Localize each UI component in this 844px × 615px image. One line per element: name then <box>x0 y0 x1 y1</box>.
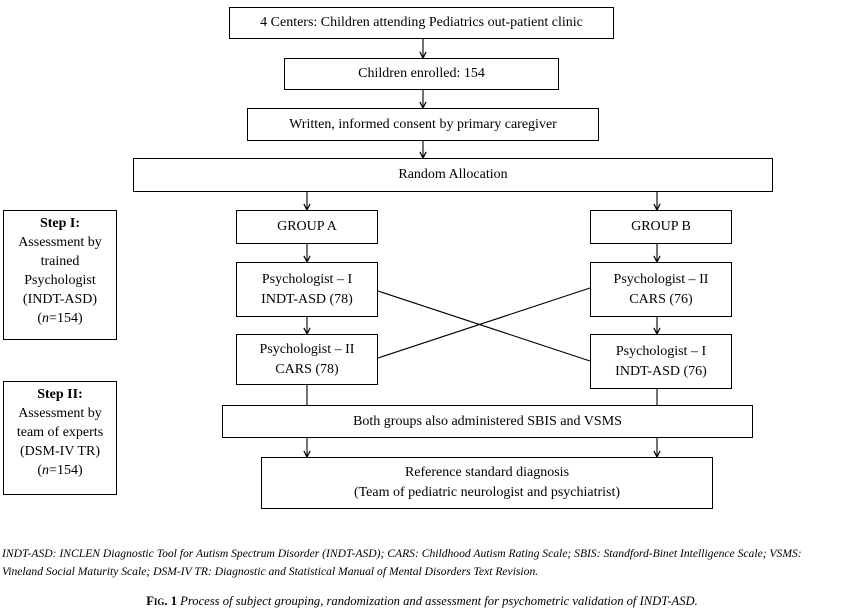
step-1-box: Step I: Assessment by trained Psychologi… <box>3 210 117 340</box>
a1-role: Psychologist – I <box>261 271 353 287</box>
b1-tool: CARS (76) <box>629 291 693 307</box>
step-2-sample-size: (n=154) <box>37 463 83 478</box>
step-2-title: Step II: <box>37 387 83 402</box>
random-allocation-text: Random Allocation <box>398 167 508 182</box>
figure-caption: Fig. 1 Process of subject grouping, rand… <box>0 594 844 609</box>
cross-line-a1-to-b2 <box>377 290 591 362</box>
step-1-line: trained <box>40 254 80 269</box>
group-b-box: GROUP B <box>590 210 732 244</box>
group-a-box: GROUP A <box>236 210 378 244</box>
step-1-line: Assessment by <box>18 235 102 250</box>
enrolled-text: Children enrolled: 154 <box>358 66 485 81</box>
group-b-label: GROUP B <box>631 219 691 234</box>
group-a-psychologist-1-box: Psychologist – I INDT-ASD (78) <box>236 262 378 317</box>
cross-line-b1-to-a2 <box>377 287 591 359</box>
group-b-psychologist-1-box: Psychologist – I INDT-ASD (76) <box>590 334 732 389</box>
figure-label: Fig. 1 <box>146 594 178 608</box>
step-2-line: team of experts <box>16 425 104 440</box>
b2-role: Psychologist – I <box>615 343 707 359</box>
group-a-label: GROUP A <box>277 219 337 234</box>
a2-tool: CARS (78) <box>275 361 339 377</box>
reference-title: Reference standard diagnosis <box>404 465 570 480</box>
both-groups-text: Both groups also administered SBIS and V… <box>353 413 622 429</box>
step-2-box: Step II: Assessment by team of experts (… <box>3 381 117 495</box>
enrolled-box: Children enrolled: 154 <box>284 58 559 90</box>
a2-role: Psychologist – II <box>259 341 355 357</box>
step-2-n-value: =154) <box>49 463 83 478</box>
group-b-psychologist-2-box: Psychologist – II CARS (76) <box>590 262 732 317</box>
abbreviations-footnote: INDT-ASD: INCLEN Diagnostic Tool for Aut… <box>2 547 802 578</box>
a1-tool: INDT-ASD (78) <box>261 291 353 307</box>
figure-caption-text: Process of subject grouping, randomizati… <box>180 594 698 608</box>
reference-team: (Team of pediatric neurologist and psych… <box>353 485 621 500</box>
step-1-line: Psychologist <box>24 273 96 288</box>
reference-standard-box: Reference standard diagnosis (Team of pe… <box>261 457 713 509</box>
step-1-sample-size: (n=154) <box>37 311 83 326</box>
step-2-line: (DSM-IV TR) <box>20 444 100 459</box>
step-1-title: Step I: <box>39 216 81 231</box>
step-1-n-value: =154) <box>49 311 83 326</box>
consent-text: Written, informed consent by primary car… <box>289 116 557 132</box>
step-2-n-var: n <box>42 463 50 478</box>
centers-box: 4 Centers: Children attending Pediatrics… <box>229 7 614 39</box>
consent-box: Written, informed consent by primary car… <box>247 108 599 141</box>
b1-role: Psychologist – II <box>613 271 709 287</box>
centers-text: 4 Centers: Children attending Pediatrics… <box>260 15 583 30</box>
step-1-line: (INDT-ASD) <box>22 292 98 307</box>
both-groups-box: Both groups also administered SBIS and V… <box>222 405 753 438</box>
random-allocation-box: Random Allocation <box>133 158 773 192</box>
b2-tool: INDT-ASD (76) <box>615 363 707 379</box>
step-2-line: Assessment by <box>18 406 102 421</box>
step-1-n-var: n <box>42 311 50 326</box>
group-a-psychologist-2-box: Psychologist – II CARS (78) <box>236 334 378 385</box>
